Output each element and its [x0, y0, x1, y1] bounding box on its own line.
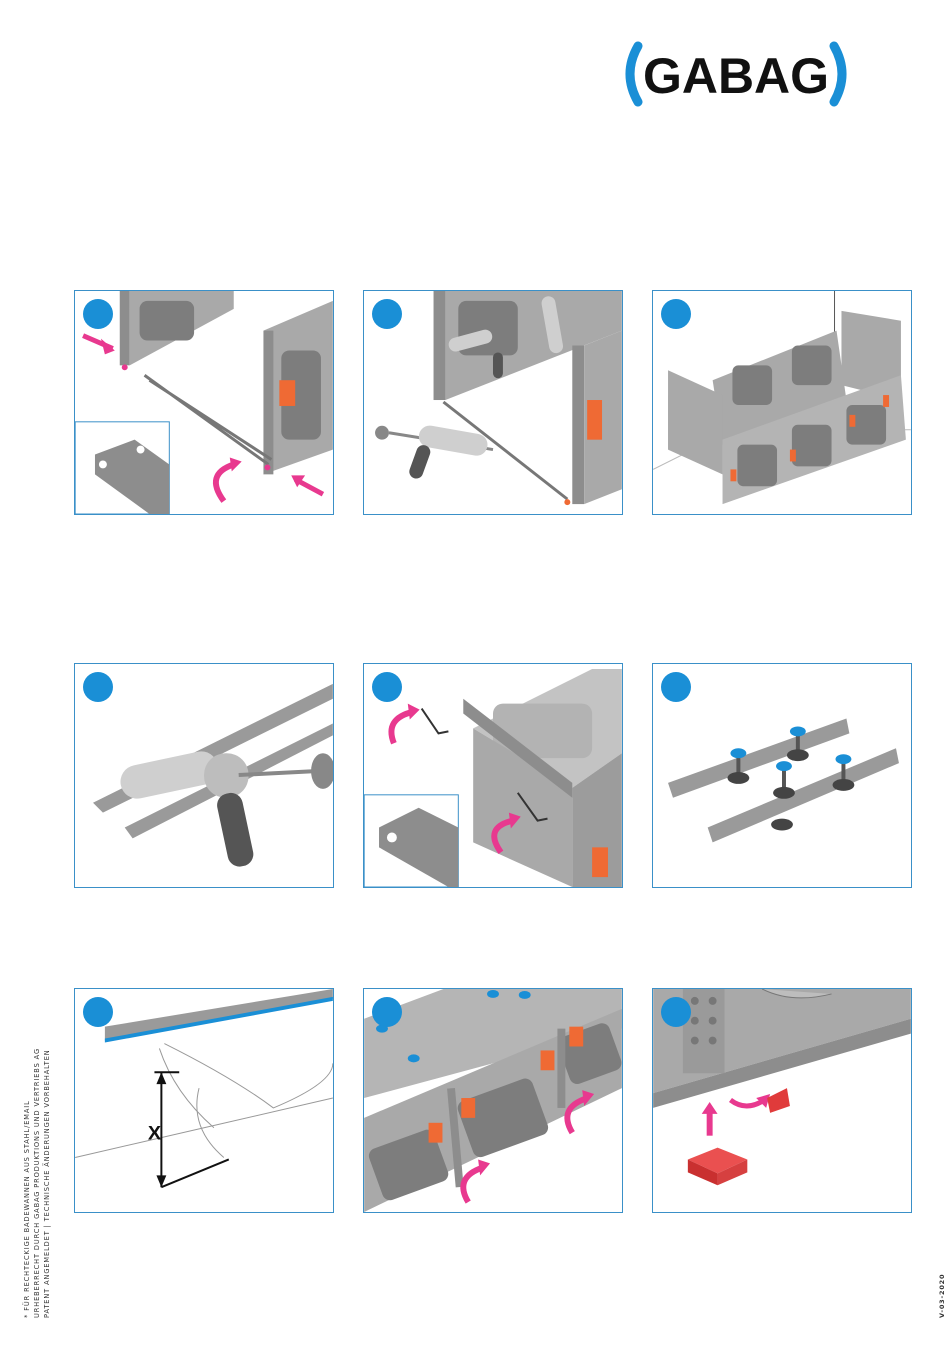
- step-8-badge: [372, 997, 402, 1027]
- frame-assembly-icon: [75, 291, 333, 514]
- legal-note-line: URHEBERRECHT DURCH GABAG PRODUKTIONS UND…: [32, 1038, 42, 1318]
- step-3-panel: [652, 290, 912, 515]
- step-9-panel: [652, 988, 912, 1213]
- silicone-gun-icon: [75, 664, 333, 887]
- step-6-badge: [661, 672, 691, 702]
- legal-notes: * FÜR RECHTECKIGE BADEWANNEN AUS STAHL/E…: [22, 1038, 52, 1318]
- legal-note-line: PATENT ANGEMELDET | TECHNISCHE ÄNDERUNGE…: [42, 1038, 52, 1318]
- step-6-panel: [652, 663, 912, 888]
- legal-note-line: * FÜR RECHTECKIGE BADEWANNEN AUS STAHL/E…: [22, 1038, 32, 1318]
- allen-key-icon: [364, 664, 622, 887]
- brand-logo: GABAG: [620, 40, 860, 108]
- panel-frame-icon: [653, 291, 911, 514]
- silicone-gun-icon: [364, 291, 622, 514]
- step-8-panel: [363, 988, 623, 1213]
- svg-text:GABAG: GABAG: [643, 48, 829, 104]
- step-9-badge: [661, 997, 691, 1027]
- step-5-panel: [363, 663, 623, 888]
- step-2-panel: [363, 290, 623, 515]
- version-label: V-03-2020: [938, 1274, 946, 1318]
- adjustable-feet-icon: [653, 664, 911, 887]
- step-5-badge: [372, 672, 402, 702]
- step-1-badge: [83, 299, 113, 329]
- step-3-badge: [661, 299, 691, 329]
- step-4-panel: [74, 663, 334, 888]
- measure-height-icon: X: [75, 989, 333, 1212]
- step-4-badge: [83, 672, 113, 702]
- step-2-badge: [372, 299, 402, 329]
- step-7-panel: X: [74, 988, 334, 1213]
- step-7-badge: [83, 997, 113, 1027]
- foot-cap-icon: [653, 989, 911, 1212]
- step-1-panel: [74, 290, 334, 515]
- svg-text:X: X: [148, 1123, 162, 1145]
- panel-frame-icon: [364, 989, 622, 1212]
